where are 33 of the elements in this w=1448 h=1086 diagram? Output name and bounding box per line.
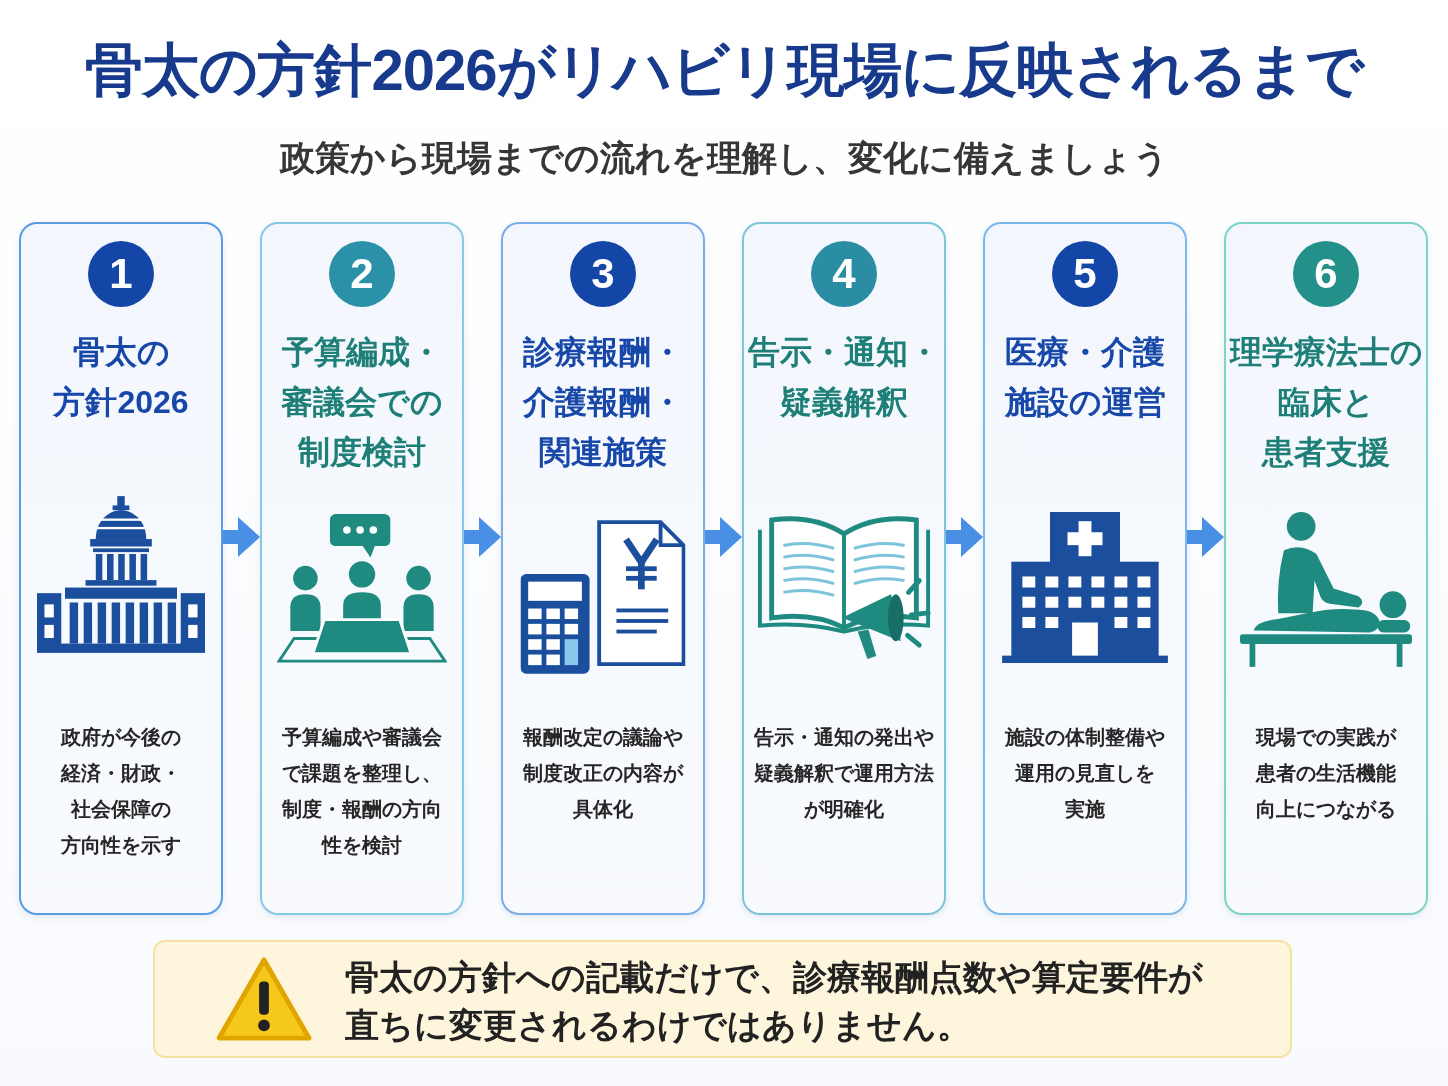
- step-heading: 骨太の方針2026: [52, 333, 190, 422]
- step-number: 5: [1052, 241, 1118, 307]
- step-description: 現場での実践が患者の生活機能向上につながる: [1254, 725, 1398, 822]
- step-description: 施設の体制整備や運用の見直しを実施: [1004, 725, 1166, 822]
- warning-banner: [153, 940, 1292, 1058]
- step-card: [1224, 222, 1428, 915]
- step-card: [260, 222, 464, 915]
- warning-text: 骨太の方針への記載だけで、診療報酬点数や算定要件が直ちに変更されるわけではありません。: [345, 957, 1204, 1046]
- step-card: [742, 222, 946, 915]
- step-heading: 診療報酬・介護報酬・関連施策: [522, 333, 684, 472]
- step-number: 2: [329, 241, 395, 307]
- step-heading: 理学療法士の臨床と患者支援: [1228, 333, 1424, 472]
- step-number: 3: [570, 241, 636, 307]
- step-heading: 告示・通知・疑義解釈: [747, 333, 941, 422]
- step-number: 6: [1293, 241, 1359, 307]
- step-description: 政府が今後の経済・財政・社会保障の方向性を示す: [59, 725, 182, 858]
- step-description: 報酬改定の議論や制度改正の内容が具体化: [522, 725, 685, 822]
- subtitle: 政策から現場までの流れを理解し、変化に備えましょう: [279, 137, 1169, 180]
- step-number: 1: [88, 241, 154, 307]
- arrow: [223, 517, 260, 557]
- step-number: 4: [811, 241, 877, 307]
- arrow: [946, 517, 983, 557]
- step-description: 告示・通知の発出や疑義解釈で運用方法が明確化: [753, 725, 935, 822]
- step-heading: 医療・介護施設の運営: [1003, 333, 1167, 422]
- arrow: [705, 517, 742, 557]
- arrow: [1187, 517, 1224, 557]
- step-heading: 予算編成・審議会での制度検討: [280, 333, 444, 472]
- step-card: [501, 222, 705, 915]
- step-description: 予算編成や審議会で課題を整理し、制度・報酬の方向性を検討: [281, 725, 443, 858]
- arrow: [464, 517, 501, 557]
- step-card: [983, 222, 1187, 915]
- title: 骨太の方針2026がリハビリ現場に反映されるまで: [85, 36, 1363, 104]
- step-card: [19, 222, 223, 915]
